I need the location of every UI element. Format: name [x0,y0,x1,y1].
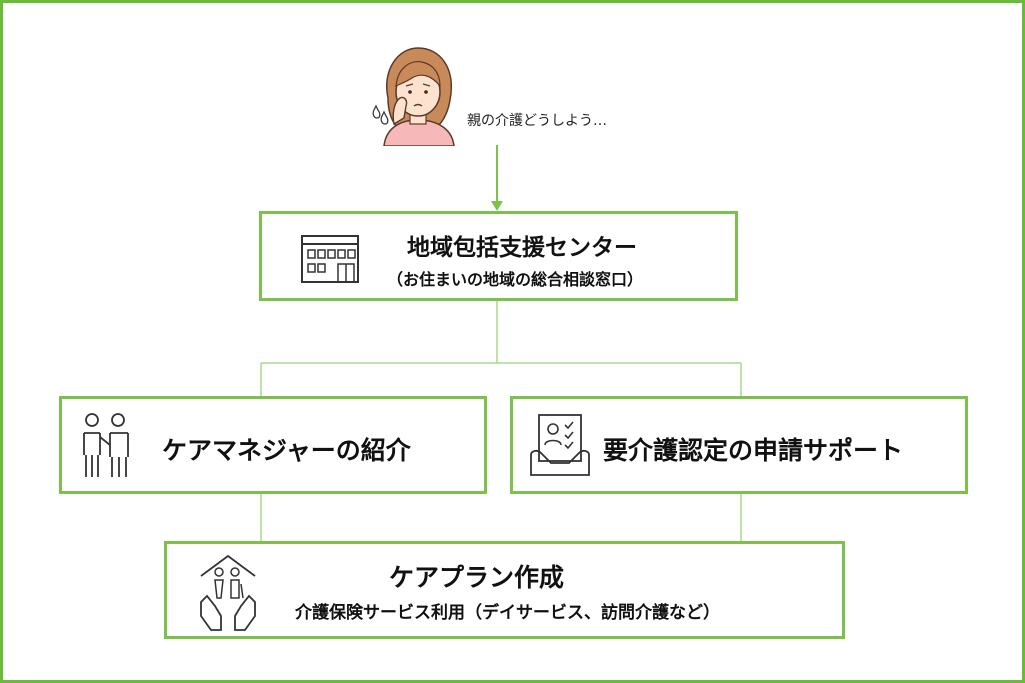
certification-label: 要介護認定の申請サポート [603,436,904,465]
arrow-head [491,201,503,211]
certification-box: 要介護認定の申請サポート [510,396,968,494]
center-subtitle: （お住まいの地域の総合相談窓口） [387,270,644,289]
care-plan-title: ケアプラン作成 [389,563,565,592]
worried-speech-text: 親の介護どうしよう… [467,113,607,129]
application-form-icon [530,414,590,476]
care-manager-label: ケアマネジャーの紹介 [162,436,411,465]
worried-woman-illustration [372,47,455,146]
care-plan-subtitle: 介護保険サービス利用（デイサービス、訪問介護など） [295,603,720,623]
community-center-box: 地域包括支援センター （お住まいの地域の総合相談窓口） [259,211,738,301]
care-hands-icon [200,554,256,631]
two-people-icon [83,413,129,477]
care-manager-box: ケアマネジャーの紹介 [59,396,487,494]
care-plan-box: ケアプラン作成 介護保険サービス利用（デイサービス、訪問介護など） [164,541,845,639]
center-title: 地域包括支援センター [407,235,637,261]
building-icon [301,235,359,283]
